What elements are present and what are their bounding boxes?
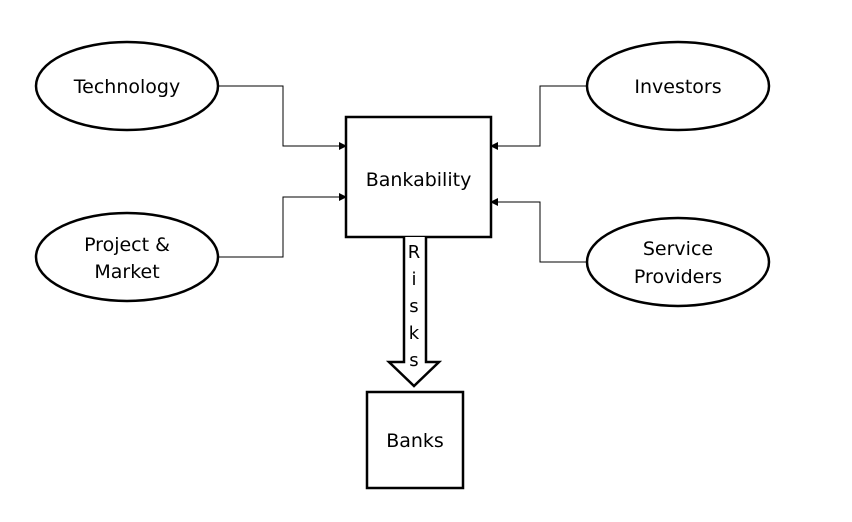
investors-connector	[490, 85, 587, 150]
service-providers-label-line2: Providers	[634, 266, 722, 288]
service-providers-connector	[490, 198, 587, 263]
banks-label: Banks	[386, 430, 444, 452]
project-market-node: Project & Market	[34, 211, 220, 303]
service-providers-label-line1: Service	[643, 238, 713, 260]
risks-arrow: R i s k s	[385, 237, 443, 388]
technology-label: Technology	[73, 76, 180, 98]
risks-letter-i: i	[411, 269, 416, 290]
project-market-ellipse	[34, 211, 220, 303]
risks-letter-s2: s	[409, 350, 418, 371]
bankability-label: Bankability	[366, 169, 472, 191]
technology-connector	[218, 85, 347, 150]
project-market-label-line2: Market	[94, 261, 159, 283]
banks-box	[365, 390, 465, 490]
risks-letter-k: k	[409, 323, 420, 344]
bankability-node: Bankability	[344, 115, 493, 239]
investors-node: Investors	[585, 40, 771, 132]
risks-letter-r: R	[408, 242, 421, 263]
technology-node: Technology	[34, 40, 220, 132]
project-market-label-line1: Project &	[84, 234, 170, 256]
risks-arrow-shape	[385, 237, 443, 388]
service-providers-node: Service Providers	[585, 216, 771, 308]
banks-node: Banks	[365, 390, 465, 490]
risks-letter-s: s	[409, 296, 418, 317]
investors-label: Investors	[634, 76, 721, 98]
service-providers-ellipse	[585, 216, 771, 308]
project-market-connector	[218, 193, 347, 258]
